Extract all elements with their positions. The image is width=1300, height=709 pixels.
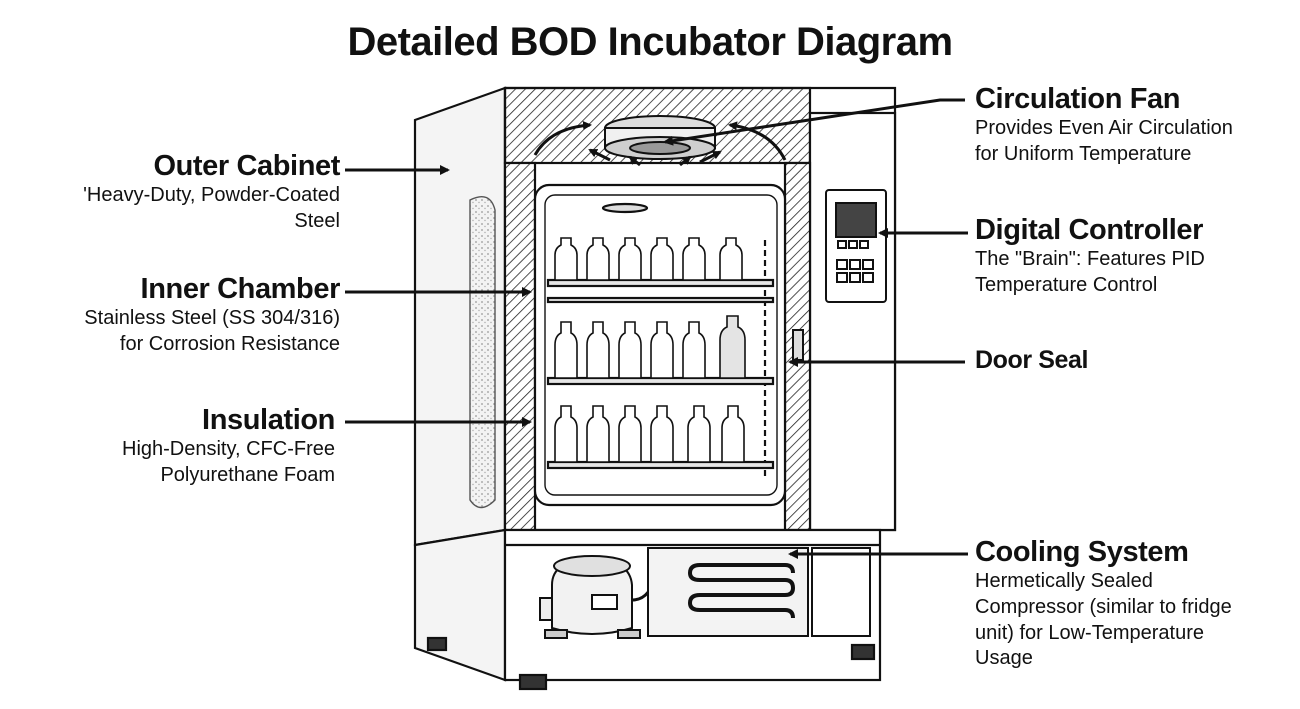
label-circulation-fan: Circulation Fan Provides Even Air Circul…	[975, 83, 1233, 168]
bottle-row-bottom	[554, 405, 745, 463]
label-outer-cabinet-head: Outer Cabinet	[153, 150, 340, 182]
label-digital-controller-head: Digital Controller	[975, 214, 1204, 246]
bottle-row-middle	[554, 315, 746, 379]
cooling-system	[539, 547, 871, 639]
label-insulation-line2: Polyurethane Foam	[160, 463, 335, 486]
airflow-arrows	[533, 121, 787, 167]
bottle-rows	[554, 237, 746, 463]
label-insulation-head: Insulation	[202, 404, 335, 436]
diagram-title: Detailed BOD Incubator Diagram	[347, 20, 953, 64]
label-door-seal-head: Door Seal	[975, 346, 1089, 374]
label-inner-chamber-line1: Stainless Steel (SS 304/316)	[84, 307, 340, 330]
label-circulation-fan-head: Circulation Fan	[975, 83, 1181, 115]
label-insulation: Insulation High-Density, CFC-Free Polyur…	[122, 404, 335, 489]
label-cooling-system-line2: Compressor (similar to fridge	[975, 595, 1232, 618]
digital-controller	[825, 189, 887, 303]
label-outer-cabinet-line1: 'Heavy-Duty, Powder-Coated	[83, 184, 340, 207]
label-circulation-fan-line1: Provides Even Air Circulation	[975, 117, 1233, 140]
label-door-seal: Door Seal	[975, 346, 1089, 375]
callout-line-circulation-fan	[663, 98, 965, 146]
circulation-fan	[604, 115, 716, 160]
label-digital-controller: Digital Controller The "Brain": Features…	[975, 214, 1205, 299]
label-outer-cabinet: Outer Cabinet 'Heavy-Duty, Powder-Coated…	[83, 150, 340, 235]
label-inner-chamber-line2: for Corrosion Resistance	[119, 332, 340, 355]
label-digital-controller-line2: Temperature Control	[975, 273, 1158, 296]
label-inner-chamber-head: Inner Chamber	[140, 273, 341, 305]
label-cooling-system-line4: Usage	[975, 647, 1033, 670]
bottle-row-top	[554, 237, 743, 281]
label-circulation-fan-line2: for Uniform Temperature	[975, 142, 1192, 165]
label-digital-controller-line1: The "Brain": Features PID	[975, 248, 1205, 271]
label-insulation-line1: High-Density, CFC-Free	[122, 438, 335, 461]
label-cooling-system-line3: unit) for Low-Temperature	[975, 621, 1204, 644]
label-inner-chamber: Inner Chamber Stainless Steel (SS 304/31…	[84, 273, 340, 358]
label-cooling-system-line1: Hermetically Sealed	[975, 570, 1153, 593]
label-cooling-system-head: Cooling System	[975, 536, 1189, 568]
label-cooling-system: Cooling System Hermetically Sealed Compr…	[975, 536, 1232, 672]
label-outer-cabinet-line2: Steel	[294, 209, 340, 232]
door-seal-handle	[792, 329, 804, 361]
callout-lines	[345, 98, 968, 559]
